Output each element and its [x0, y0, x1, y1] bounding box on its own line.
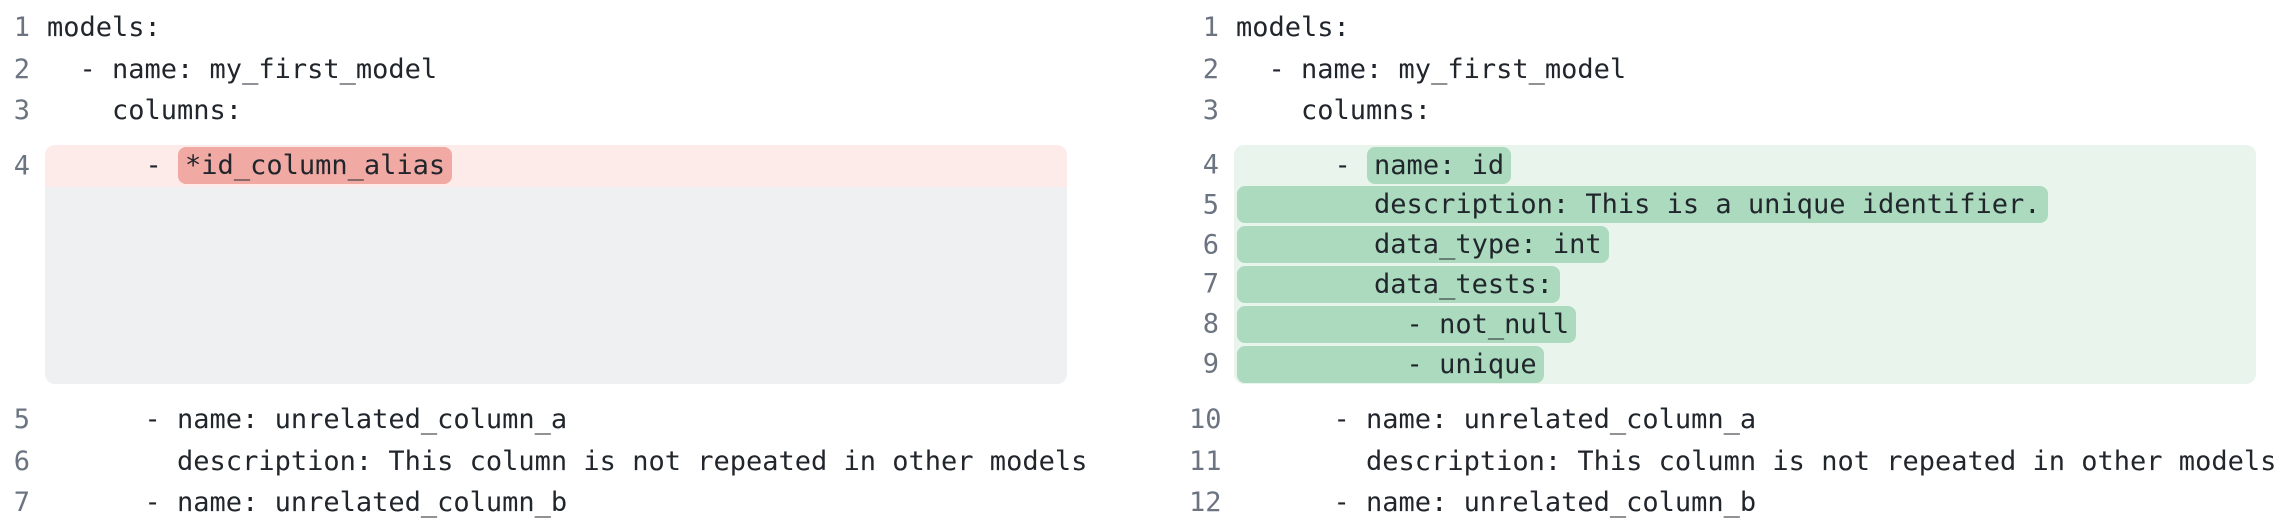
code-text: - [1237, 149, 1368, 181]
line-number: 5 [13, 404, 30, 436]
line-number: 7 [1202, 268, 1219, 300]
line-number: 10 [1189, 404, 1222, 436]
line-number: 7 [13, 487, 30, 519]
line-number: 4 [1202, 149, 1219, 181]
added-line: 4 - name: id [1203, 145, 2256, 185]
code-line: 10 - name: unrelated_column_a [1189, 399, 2278, 440]
line-number: 11 [1189, 445, 1222, 477]
line-number: 9 [1202, 348, 1219, 380]
code-text: - [48, 150, 179, 182]
added-hunk: 4 - name: id 5 description: This is a un… [1203, 145, 2256, 384]
added-line: 8 - not_null [1203, 304, 2256, 344]
filler-block [45, 186, 1067, 385]
added-word-highlight: data_tests: [1237, 265, 1560, 303]
code-text: - name: unrelated_column_a [1236, 404, 1757, 436]
code-line: 1 models: [1189, 7, 2278, 48]
added-word-highlight: - unique [1237, 345, 1544, 383]
code-line: 6 description: This column is not repeat… [0, 441, 1089, 482]
code-text: columns: [1236, 94, 1432, 126]
code-line: 1 models: [0, 7, 1089, 48]
code-text: - name: my_first_model [1236, 53, 1627, 85]
added-word-highlight: name: id [1367, 146, 1512, 184]
line-number: 4 [13, 150, 30, 182]
code-line: 3 columns: [0, 90, 1089, 131]
code-text: columns: [47, 94, 243, 126]
removed-hunk: 4 - *id_column_alias [14, 145, 1067, 385]
line-number: 3 [13, 94, 30, 126]
line-number: 2 [13, 53, 30, 85]
diff-right-panel: 1 models: 2 - name: my_first_model 3 col… [1189, 7, 2278, 523]
code-line: 2 - name: my_first_model [0, 48, 1089, 89]
added-word-highlight: - not_null [1237, 305, 1577, 343]
added-line: 7 data_tests: [1203, 265, 2256, 305]
code-text: description: This column is not repeated… [1236, 445, 2277, 477]
code-text: - name: unrelated_column_a [47, 404, 568, 436]
removed-word-highlight: *id_column_alias [178, 147, 453, 185]
code-text: models: [47, 12, 161, 44]
added-line: 5 description: This is a unique identifi… [1203, 185, 2256, 225]
code-line: 12 - name: unrelated_column_b [1189, 482, 2278, 523]
code-text: - name: unrelated_column_b [47, 487, 568, 519]
code-line: 7 - name: unrelated_column_b [0, 482, 1089, 523]
line-number: 8 [1202, 308, 1219, 340]
code-text: - name: my_first_model [47, 53, 438, 85]
code-line: 2 - name: my_first_model [1189, 48, 2278, 89]
code-text: description: This column is not repeated… [47, 445, 1088, 477]
code-line: 5 - name: unrelated_column_a [0, 399, 1089, 440]
code-text: models: [1236, 12, 1350, 44]
line-number: 1 [1202, 12, 1219, 44]
line-number: 1 [13, 12, 30, 44]
added-line: 9 - unique [1203, 344, 2256, 384]
line-number: 5 [1202, 189, 1219, 221]
code-line: 3 columns: [1189, 90, 2278, 131]
code-line: 11 description: This column is not repea… [1189, 440, 2278, 481]
line-number: 6 [1202, 229, 1219, 261]
line-number: 2 [1202, 53, 1219, 85]
line-number: 6 [13, 445, 30, 477]
added-word-highlight: description: This is a unique identifier… [1237, 186, 2048, 224]
line-number: 12 [1189, 486, 1222, 518]
added-line: 6 data_type: int [1203, 225, 2256, 265]
added-word-highlight: data_type: int [1237, 226, 1609, 264]
diff-left-panel: 1 models: 2 - name: my_first_model 3 col… [0, 7, 1089, 523]
line-number: 3 [1202, 94, 1219, 126]
code-text: - name: unrelated_column_b [1236, 486, 1757, 518]
removed-line: 4 - *id_column_alias [14, 145, 1067, 187]
